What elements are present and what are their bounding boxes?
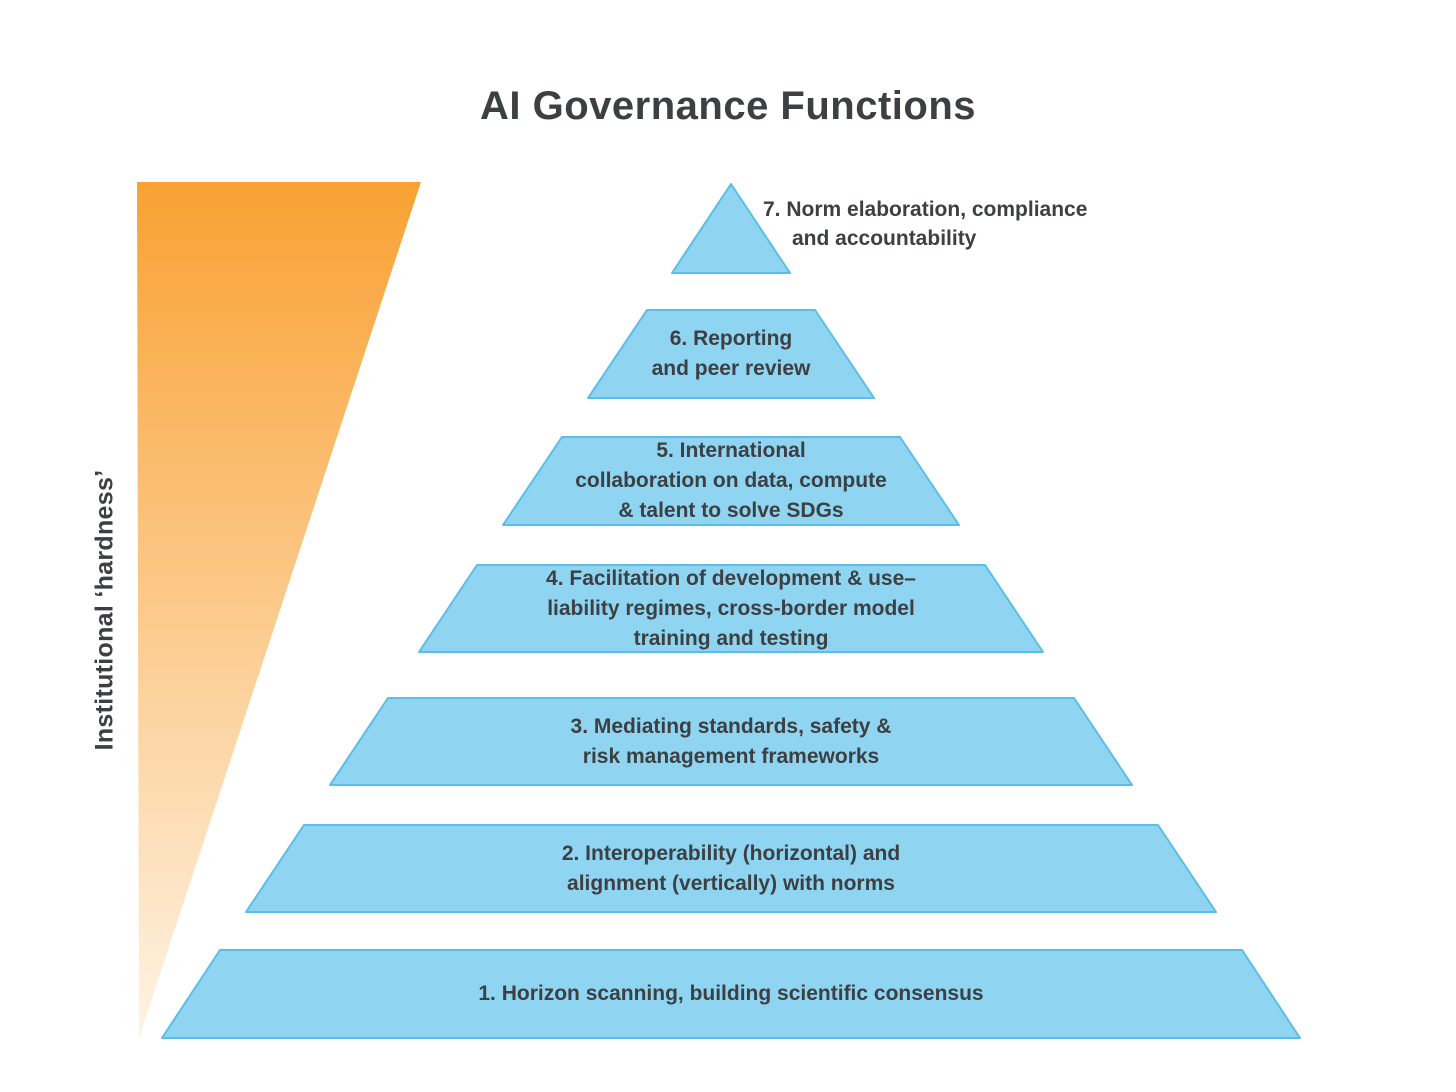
label-line: liability regimes, cross-border model <box>547 596 915 620</box>
page-title: AI Governance Functions <box>479 84 977 128</box>
label-line: 2. Interoperability (horizontal) and <box>561 841 901 865</box>
label-line: 1. Horizon scanning, building scientific… <box>478 982 984 1005</box>
pyramid-level-3-label: 3. Mediating standards, safety & risk ma… <box>388 698 1074 785</box>
label-line: and accountability <box>792 227 977 250</box>
label-line: 7. Norm elaboration, compliance <box>763 198 1088 221</box>
label-line: & talent to solve SDGs <box>618 499 844 522</box>
pyramid-level-6-label: 6. Reporting and peer review <box>588 310 874 398</box>
pyramid-level-1-label: 1. Horizon scanning, building scientific… <box>220 950 1242 1038</box>
label-line: 3. Mediating standards, safety & <box>570 714 892 738</box>
label-line: alignment (vertically) with norms <box>567 871 895 895</box>
label-line: training and testing <box>633 626 829 650</box>
pyramid-level-5-label: 5. International collaboration on data, … <box>503 437 959 525</box>
label-line: and peer review <box>651 357 811 380</box>
pyramid-level-7-shape <box>671 183 791 274</box>
pyramid-level-2-shape <box>245 824 1217 913</box>
label-line: 5. International <box>656 439 806 462</box>
pyramid-level-4-shape <box>418 564 1044 653</box>
pyramid-level-7-label: 7. Norm elaboration, compliance and acco… <box>763 195 1193 261</box>
pyramid-level-4-label: 4. Facilitation of development & use– li… <box>477 565 985 652</box>
label-line: 6. Reporting <box>669 327 793 350</box>
pyramid-level-6-shape <box>587 309 875 399</box>
label-line: 4. Facilitation of development & use– <box>546 566 916 590</box>
pyramid-level-5-shape <box>502 436 960 526</box>
label-line: collaboration on data, compute <box>575 469 887 492</box>
pyramid-level-2-label: 2. Interoperability (horizontal) and ali… <box>304 825 1158 912</box>
pyramid-level-3-shape <box>329 697 1133 786</box>
label-line: risk management frameworks <box>582 744 880 768</box>
hardness-gradient-wedge <box>137 182 421 1038</box>
pyramid-level-1-shape <box>161 949 1301 1039</box>
